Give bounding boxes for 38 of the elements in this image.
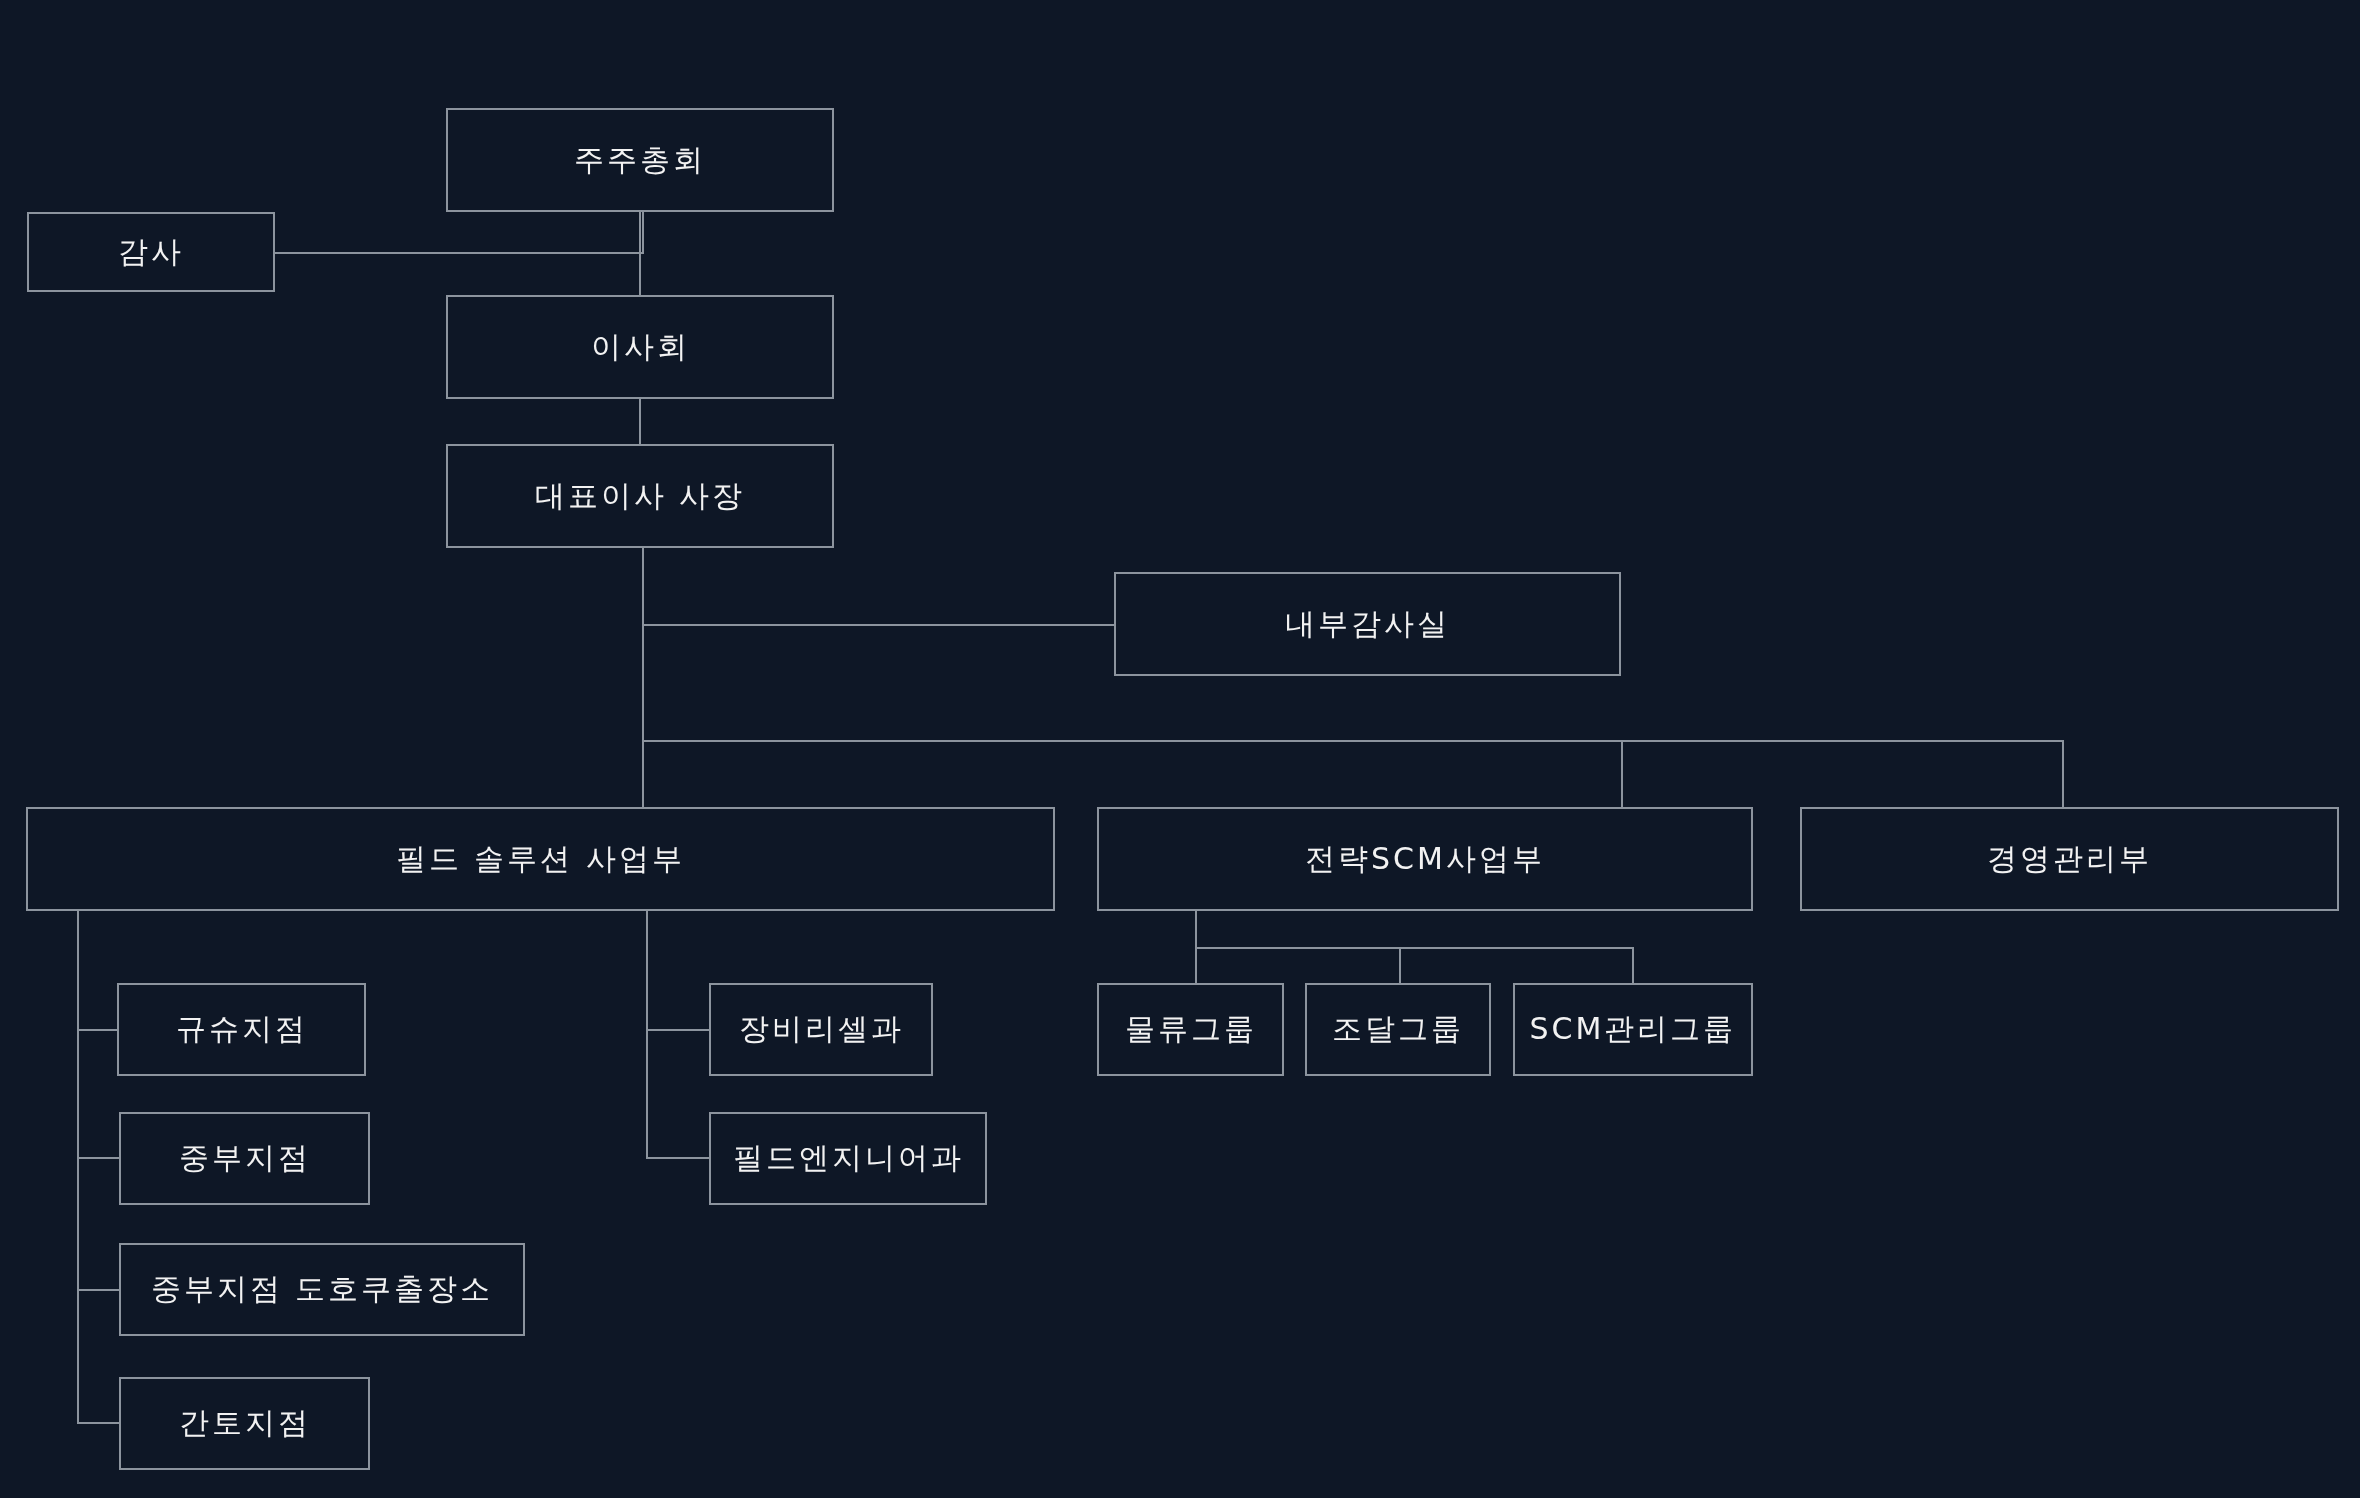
org-box [709, 983, 933, 1076]
connector-line [639, 398, 641, 445]
org-box [1513, 983, 1753, 1076]
unit-name: 경영관리부 [1987, 839, 2152, 878]
unit-name: SCM관리그룹 [1529, 1010, 1737, 1048]
unit-name: 조달그룹 [1332, 1010, 1464, 1048]
unit-name: 전략SCM사업부 [1305, 839, 1545, 878]
org-box [1800, 807, 2339, 911]
unit-name: 감사 [118, 232, 184, 271]
org-box [446, 295, 834, 399]
org-box [119, 1243, 525, 1336]
unit-name: 간토지점 [178, 1404, 311, 1442]
org-box [709, 1112, 987, 1205]
org-box [1097, 807, 1753, 911]
org-box [119, 1377, 370, 1470]
org-box [1305, 983, 1491, 1076]
unit-name: 대표이사 사장 [534, 476, 746, 515]
unit-name: 필드엔지니어과 [732, 1139, 964, 1177]
unit-name: 필드 솔루션 사업부 [395, 839, 686, 878]
org-box [119, 1112, 370, 1205]
connector-line [639, 211, 641, 296]
org-box [446, 108, 834, 212]
org-box [1097, 983, 1284, 1076]
unit-name: 규슈지점 [175, 1010, 308, 1048]
org-box [27, 212, 275, 292]
connector-line [646, 910, 710, 1159]
unit-name: 장비리셀과 [738, 1010, 904, 1048]
unit-name: 물류그룹 [1124, 1010, 1257, 1048]
org-box [26, 807, 1055, 911]
unit-name: 주주총회 [574, 140, 706, 179]
org-box [1114, 572, 1621, 676]
unit-name: 중부지점 [178, 1139, 311, 1177]
org-box [446, 444, 834, 548]
unit-name: 내부감사실 [1285, 604, 1450, 643]
unit-name: 중부지점 도호쿠출장소 [150, 1270, 494, 1308]
org-box [117, 983, 366, 1076]
unit-name: 이사회 [590, 327, 690, 366]
connector-line [274, 211, 644, 254]
